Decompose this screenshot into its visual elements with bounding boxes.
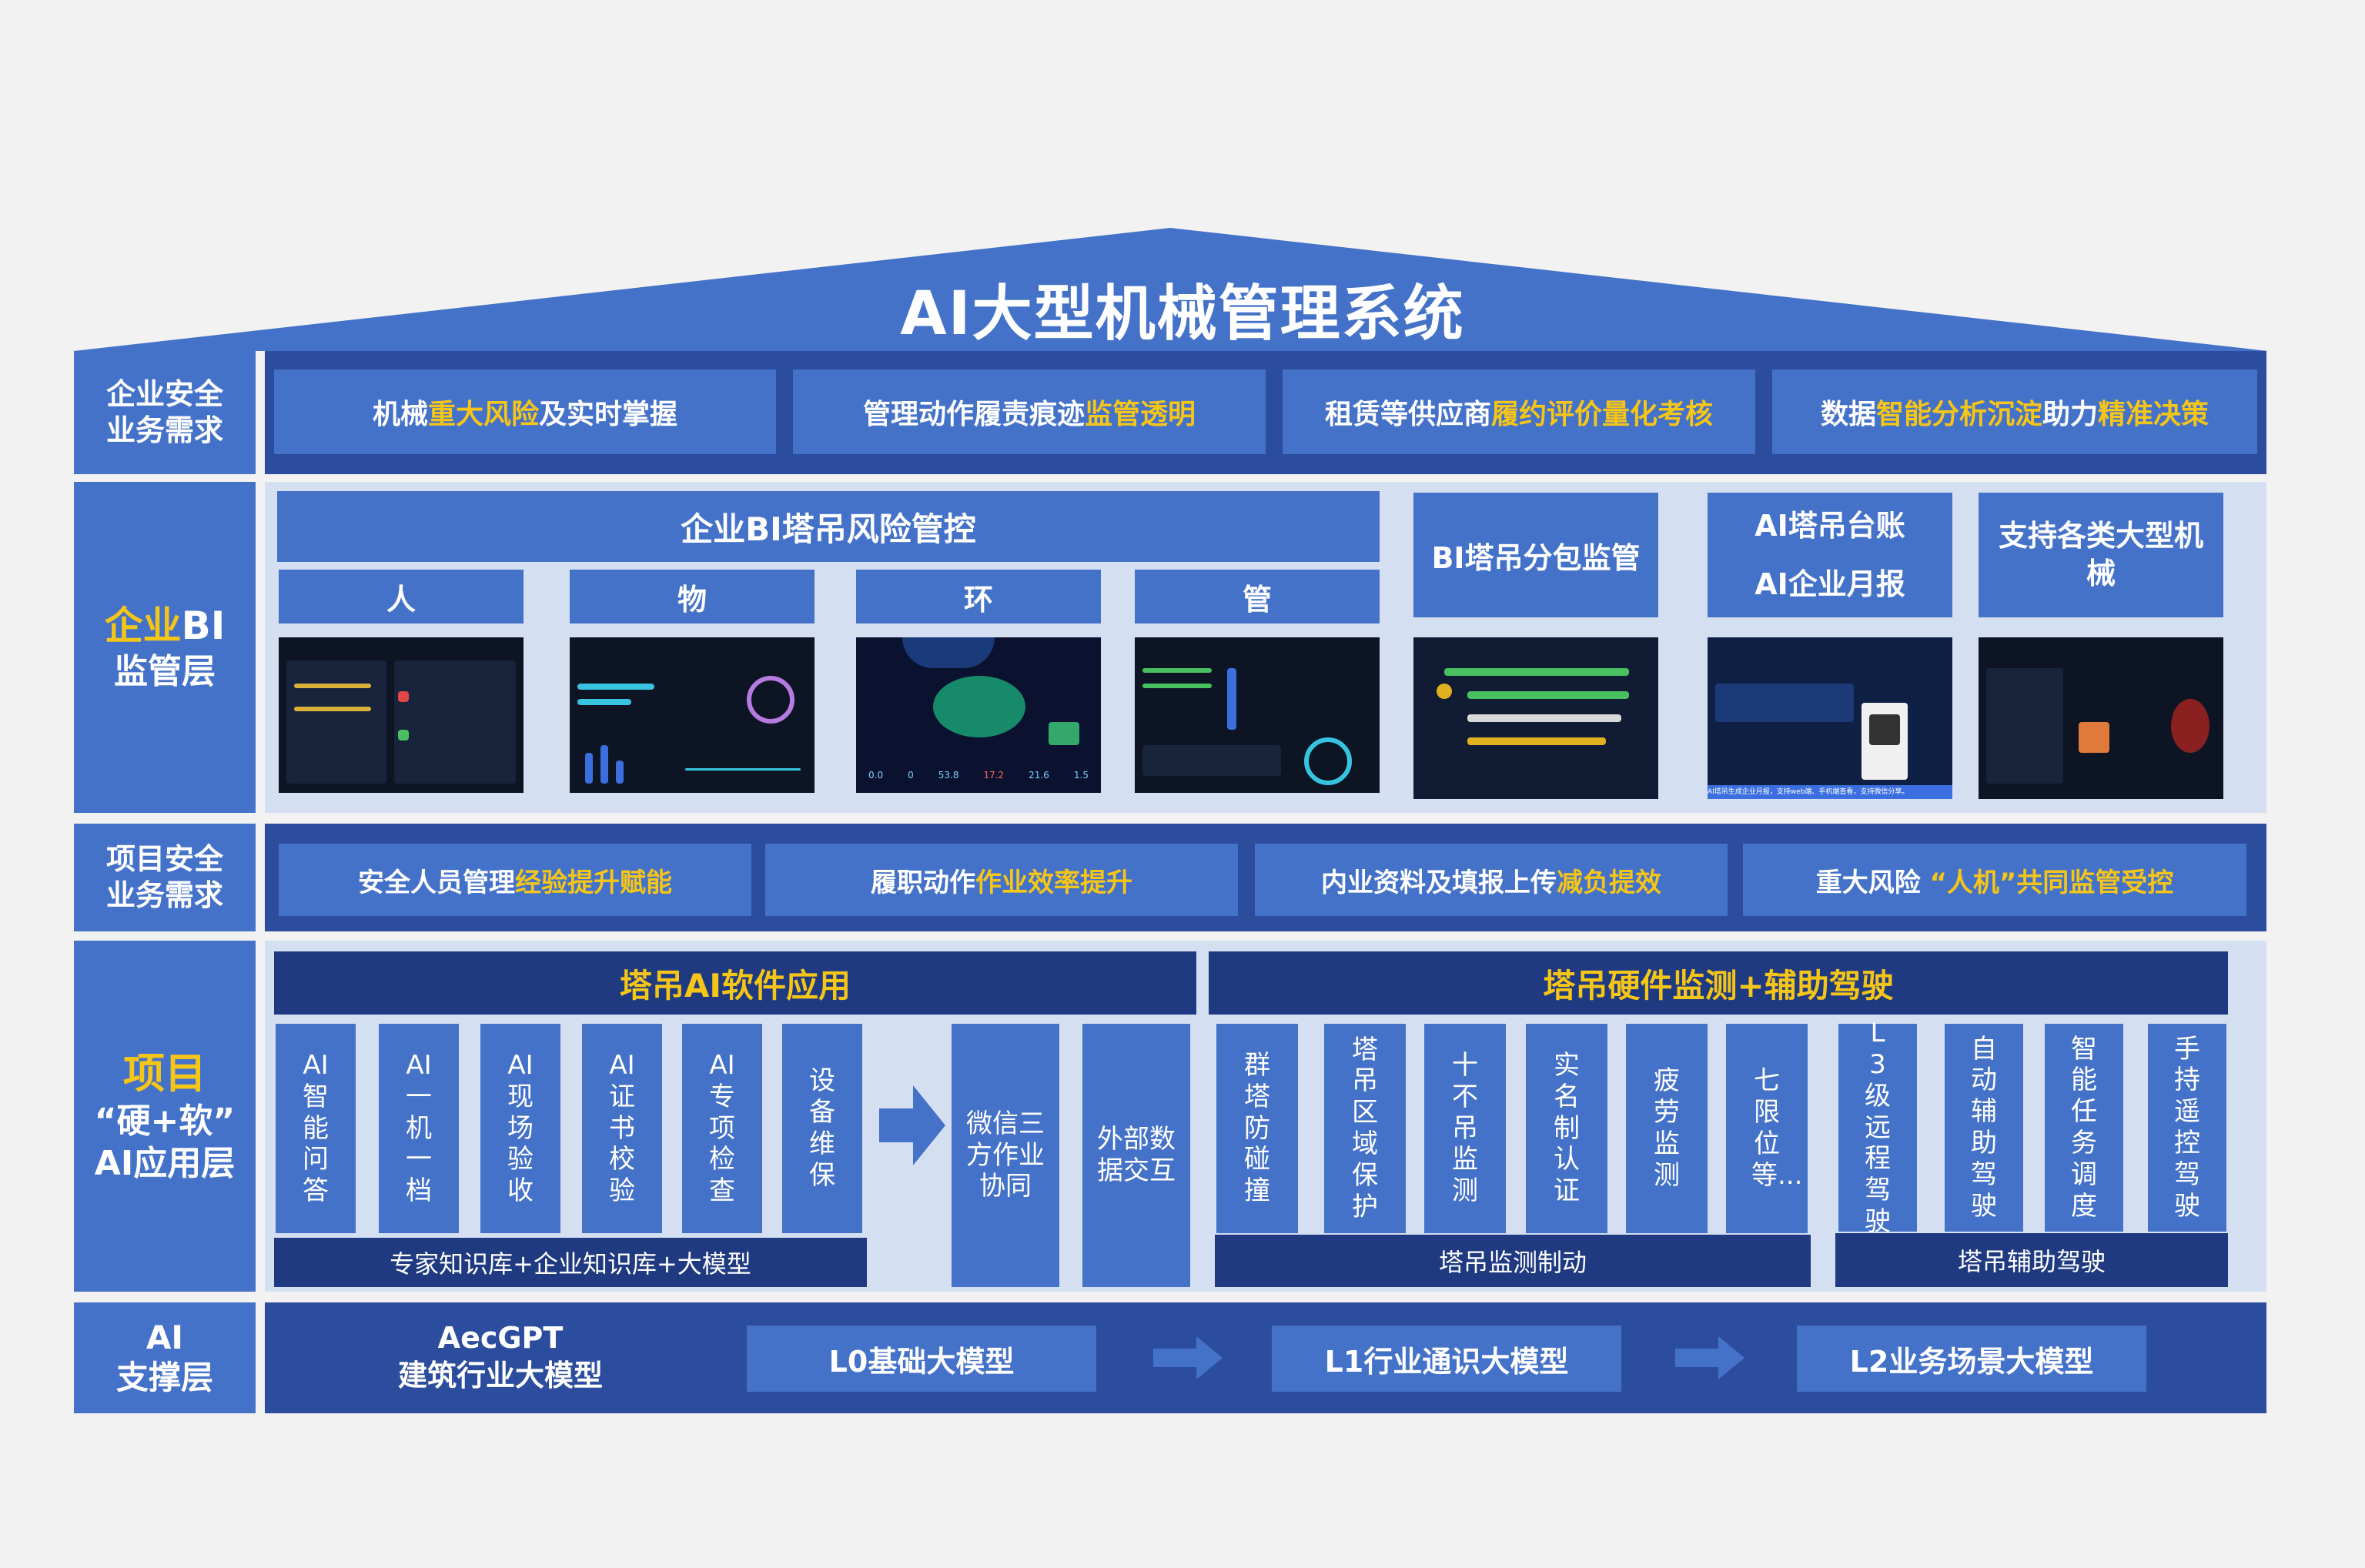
dashboard-environment-screenshot: 0.0 0 53.8 17.2 21.6 1.5: [856, 637, 1101, 793]
dashboard-person-screenshot: [279, 637, 524, 793]
arrow-right-icon: [1675, 1336, 1744, 1379]
bi-subcontract: BI塔吊分包监管: [1413, 493, 1658, 617]
env-readout: 0.0: [868, 770, 884, 781]
dashboard-management-screenshot: [1135, 637, 1380, 793]
drive-base: 塔吊辅助驾驶: [1835, 1233, 2228, 1287]
monitor-column: 十不吊监测: [1424, 1024, 1506, 1233]
project-need-item: 安全人员管理经验提升赋能: [279, 844, 751, 916]
dashboard-subcontract-screenshot: [1413, 637, 1658, 799]
monitor-column: 实名制认证: [1526, 1024, 1607, 1233]
software-column: AI一机一档: [379, 1024, 459, 1233]
software-column: AI专项检查: [682, 1024, 762, 1233]
monitor-column: 群塔防碰撞: [1216, 1024, 1298, 1233]
roof: [74, 228, 2268, 351]
arrow-right-icon: [879, 1085, 945, 1165]
dashboard-ledger-screenshot: AI塔吊生成企业月报，支持web端、手机端查看，支持微信分享。: [1708, 637, 1952, 799]
drive-column: 智能任务调度: [2045, 1024, 2123, 1232]
bi-tab-environment[interactable]: 环: [856, 570, 1101, 624]
software-column: 设备维保: [782, 1024, 862, 1233]
enterprise-need-item: 机械重大风险及实时掌握: [274, 369, 776, 454]
bi-tab-person[interactable]: 人: [279, 570, 524, 624]
env-readout: 21.6: [1029, 770, 1049, 781]
model-l0: L0基础大模型: [747, 1326, 1096, 1392]
bi-main-title: 企业BI塔吊风险管控: [277, 491, 1380, 562]
project-need-item: 内业资料及填报上传减负提效: [1255, 844, 1728, 916]
monitor-base: 塔吊监测制动: [1215, 1235, 1811, 1287]
hardware-title: 塔吊硬件监测+辅助驾驶: [1209, 951, 2228, 1015]
dashboard-object-screenshot: [570, 637, 815, 793]
env-readout: 53.8: [938, 770, 959, 781]
drive-column: 手持遥控驾驶: [2148, 1024, 2226, 1232]
wechat-collab: 微信三方作业协同: [952, 1024, 1059, 1287]
row-label-project-need: 项目安全业务需求: [74, 824, 256, 931]
model-l2: L2业务场景大模型: [1797, 1326, 2146, 1392]
row-label-enterprise-need: 企业安全业务需求: [74, 351, 256, 474]
page-title: AI大型机械管理系统: [900, 279, 1465, 349]
enterprise-need-item: 租赁等供应商履约评价量化考核: [1283, 369, 1755, 454]
row-label-project: 项目 “硬+软” AI应用层: [74, 941, 256, 1292]
bi-support: 支持各类大型机械: [1979, 493, 2223, 617]
ledger-caption: AI塔吊生成企业月报，支持web端、手机端查看，支持微信分享。: [1708, 785, 1952, 799]
software-title: 塔吊AI软件应用: [274, 951, 1196, 1015]
row-label-bi: 企业BI 监管层: [74, 482, 256, 813]
dashboard-machinery-screenshot: [1979, 637, 2223, 799]
arrow-right-icon: [1153, 1336, 1223, 1379]
enterprise-need-item: 数据智能分析沉淀助力精准决策: [1772, 369, 2257, 454]
software-column: AI智能问答: [276, 1024, 356, 1233]
env-readout: 1.5: [1073, 770, 1089, 781]
project-need-item: 重大风险 “人机”共同监管受控: [1743, 844, 2246, 916]
external-data: 外部数据交互: [1082, 1024, 1190, 1287]
monitor-column: 塔吊区域保护: [1324, 1024, 1406, 1233]
software-column: AI证书校验: [582, 1024, 662, 1233]
model-l1: L1行业通识大模型: [1272, 1326, 1621, 1392]
software-column: AI现场验收: [480, 1024, 560, 1233]
software-base: 专家知识库+企业知识库+大模型: [274, 1238, 867, 1287]
monitor-column: 七限位等...: [1726, 1024, 1808, 1233]
env-readout: 0: [908, 770, 914, 781]
bi-tab-object[interactable]: 物: [570, 570, 815, 624]
monitor-column: 疲劳监测: [1626, 1024, 1708, 1233]
drive-column: L3级远程驾驶: [1838, 1018, 1917, 1237]
bi-tab-management[interactable]: 管: [1135, 570, 1380, 624]
env-readout: 17.2: [983, 770, 1005, 781]
project-need-item: 履职动作作业效率提升: [765, 844, 1238, 916]
enterprise-need-item: 管理动作履责痕迹监管透明: [793, 369, 1266, 454]
drive-column: 自动辅助驾驶: [1945, 1024, 2023, 1232]
